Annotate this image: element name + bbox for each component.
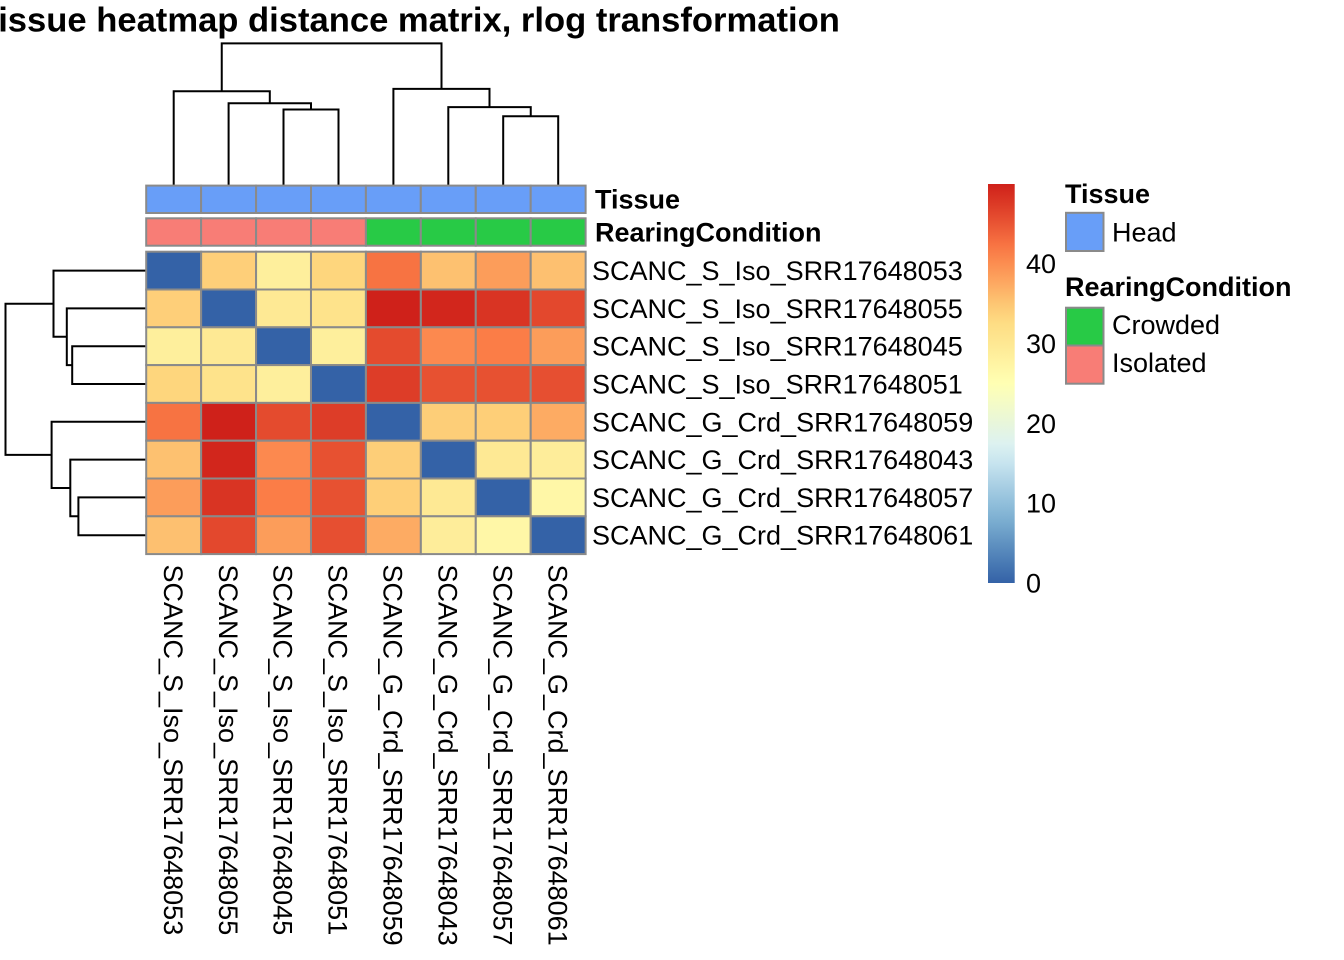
svg-text:20: 20 <box>1026 409 1056 439</box>
svg-text:SCANC_S_Iso_SRR17648051: SCANC_S_Iso_SRR17648051 <box>592 370 963 400</box>
svg-text:SCANC_S_Iso_SRR17648051: SCANC_S_Iso_SRR17648051 <box>323 565 353 936</box>
svg-text:10: 10 <box>1026 489 1056 519</box>
svg-text:RearingCondition: RearingCondition <box>595 217 821 247</box>
svg-text:Isolated: Isolated <box>1112 348 1207 378</box>
svg-text:SCANC_G_Crd_SRR17648059: SCANC_G_Crd_SRR17648059 <box>592 407 973 437</box>
svg-text:SCANC_G_Crd_SRR17648061: SCANC_G_Crd_SRR17648061 <box>542 565 572 946</box>
svg-text:SCANC_S_Iso_SRR17648045: SCANC_S_Iso_SRR17648045 <box>592 332 963 362</box>
svg-text:Crowded: Crowded <box>1112 310 1220 340</box>
svg-text:40: 40 <box>1026 249 1056 279</box>
svg-text:RearingCondition: RearingCondition <box>1065 272 1291 302</box>
svg-text:0: 0 <box>1026 569 1041 599</box>
svg-text:SCANC_S_Iso_SRR17648053: SCANC_S_Iso_SRR17648053 <box>592 256 963 286</box>
svg-text:Head: Head <box>1112 217 1177 247</box>
svg-text:SCANC_G_Crd_SRR17648057: SCANC_G_Crd_SRR17648057 <box>592 483 973 513</box>
svg-text:SCANC_G_Crd_SRR17648061: SCANC_G_Crd_SRR17648061 <box>592 521 973 551</box>
svg-text:SCANC_S_Iso_SRR17648053: SCANC_S_Iso_SRR17648053 <box>158 565 188 936</box>
svg-text:30: 30 <box>1026 329 1056 359</box>
svg-text:SCANC_G_Crd_SRR17648043: SCANC_G_Crd_SRR17648043 <box>592 445 973 475</box>
svg-text:SCANC_S_Iso_SRR17648045: SCANC_S_Iso_SRR17648045 <box>268 565 298 936</box>
svg-text:SCANC_G_Crd_SRR17648057: SCANC_G_Crd_SRR17648057 <box>487 565 517 946</box>
svg-text:Tissue: Tissue <box>1065 179 1150 209</box>
svg-text:SCANC_G_Crd_SRR17648059: SCANC_G_Crd_SRR17648059 <box>378 565 408 946</box>
svg-text:SCANC_S_Iso_SRR17648055: SCANC_S_Iso_SRR17648055 <box>592 294 963 324</box>
svg-text:Tissue: Tissue <box>595 185 680 215</box>
svg-text:SCANC_S_Iso_SRR17648055: SCANC_S_Iso_SRR17648055 <box>213 565 243 936</box>
svg-text:Tissue heatmap distance matrix: Tissue heatmap distance matrix, rlog tra… <box>0 1 840 39</box>
svg-text:SCANC_G_Crd_SRR17648043: SCANC_G_Crd_SRR17648043 <box>433 565 463 946</box>
